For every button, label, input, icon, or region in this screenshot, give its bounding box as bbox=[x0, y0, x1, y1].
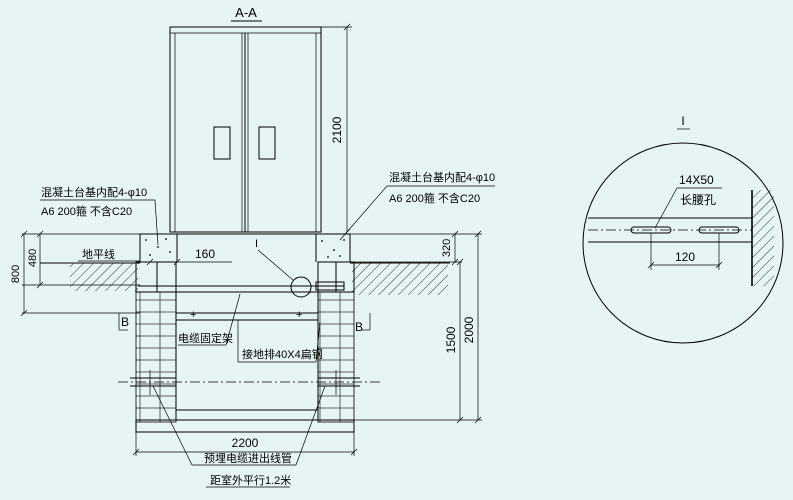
pit-wall-right bbox=[317, 261, 355, 423]
ground-line-label: 地平线 bbox=[78, 247, 140, 262]
dim-320: 320 bbox=[350, 230, 482, 266]
section-title-text: A-A bbox=[235, 5, 257, 20]
svg-text:+: + bbox=[296, 309, 302, 321]
cable-bracket: + + bbox=[176, 309, 318, 321]
pit-wall-left bbox=[135, 261, 177, 423]
dim-800-text: 800 bbox=[10, 265, 22, 283]
dim-2100-text: 2100 bbox=[330, 116, 344, 143]
slot-name-text: 长腰孔 bbox=[680, 193, 716, 207]
concrete-right-line1: 混凝土台基内配4-φ10 bbox=[389, 170, 495, 184]
cable-bracket-text: 电缆固定架 bbox=[178, 331, 233, 345]
annotation-concrete-left: 混凝土台基内配4-φ10 A6 200箍 不含C20 bbox=[40, 185, 159, 246]
concrete-base bbox=[139, 233, 351, 262]
dim-2200: 2200 bbox=[132, 432, 358, 456]
detail-title-text: I bbox=[681, 114, 684, 128]
dim-320-text: 320 bbox=[441, 239, 453, 257]
dim-right: 1500 2000 bbox=[354, 230, 482, 424]
label-conduit: 预埋电缆进出线管 距室外平行1.2米 bbox=[152, 385, 326, 488]
annotation-concrete-right: 混凝土台基内配4-φ10 A6 200箍 不含C20 bbox=[339, 170, 495, 241]
concrete-left-line2: A6 200箍 不含C20 bbox=[41, 204, 132, 218]
dim-120-text: 120 bbox=[675, 250, 695, 264]
conduit-distance-text: 距室外平行1.2米 bbox=[210, 473, 291, 487]
dim-2200-text: 2200 bbox=[232, 436, 259, 450]
slot-size-text: 14X50 bbox=[679, 173, 714, 187]
dim-2000-text: 2000 bbox=[462, 316, 476, 343]
dim-left: 480 800 bbox=[10, 230, 140, 317]
concrete-left-line1: 混凝土台基内配4-φ10 bbox=[41, 185, 147, 199]
grounding-bar-text: 接地排40X4扁钢 bbox=[242, 347, 323, 361]
label-cable-bracket: 电缆固定架 bbox=[178, 293, 241, 346]
section-b-left-text: B bbox=[121, 315, 129, 329]
detail-circle-i bbox=[290, 276, 312, 298]
svg-text:+: + bbox=[190, 309, 196, 321]
concrete-right-line2: A6 200箍 不含C20 bbox=[389, 191, 480, 205]
ground-line-text: 地平线 bbox=[82, 247, 115, 261]
dim-1500-text: 1500 bbox=[444, 326, 458, 353]
dim-160-text: 160 bbox=[195, 247, 215, 261]
door-window-right bbox=[258, 126, 276, 160]
section-title: A-A bbox=[231, 5, 262, 22]
conduit-text: 预埋电缆进出线管 bbox=[204, 451, 292, 465]
dim-480-text: 480 bbox=[27, 249, 39, 267]
label-grounding-bar: 接地排40X4扁钢 bbox=[237, 320, 323, 363]
channel-steel: I bbox=[138, 238, 345, 298]
section-b-marker-left: B bbox=[118, 313, 129, 331]
section-b-marker-right: B bbox=[355, 313, 371, 334]
section-b-right-text: B bbox=[355, 320, 363, 334]
dim-cabinet-height: 2100 bbox=[321, 23, 352, 236]
detail-i: I 14X50 长腰孔 120 bbox=[582, 114, 784, 344]
switch-cabinet bbox=[169, 26, 322, 233]
door-window-left bbox=[213, 126, 231, 160]
ground-hatch bbox=[40, 262, 450, 295]
detail-marker-text: I bbox=[255, 238, 258, 250]
